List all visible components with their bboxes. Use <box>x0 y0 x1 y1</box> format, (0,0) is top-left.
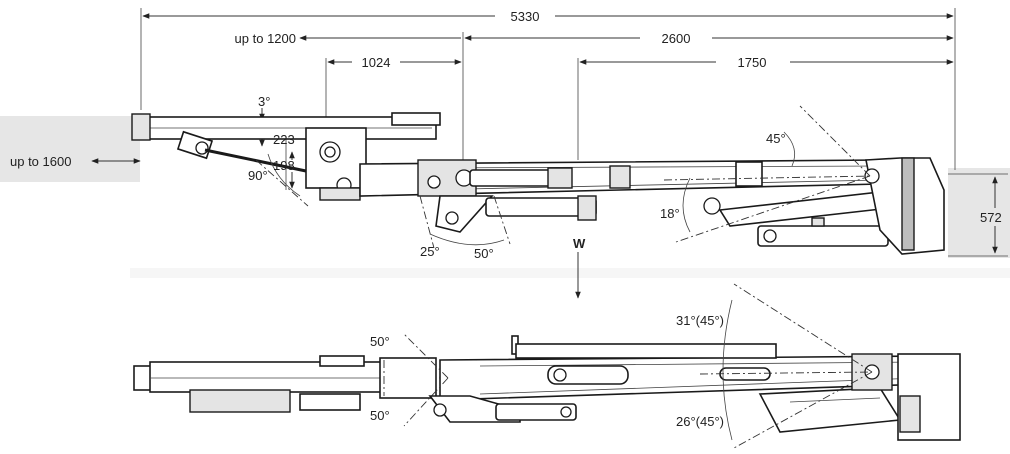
dim-reach-front: up to 1200 <box>235 31 296 46</box>
top-tilt-cylinder <box>758 387 902 433</box>
top-view <box>133 283 961 449</box>
angle-50-side: 50° <box>474 246 494 261</box>
load-label-w: W <box>573 236 586 251</box>
dim-223: 223 <box>273 132 295 147</box>
tilt-cylinder <box>757 225 889 247</box>
angle-50-top-upper: 50° <box>370 334 390 349</box>
label-backdrop <box>0 116 140 182</box>
angle-25: 25° <box>420 244 440 259</box>
head-plate <box>901 157 915 251</box>
top-slew-head <box>379 357 437 399</box>
lift-arm <box>435 195 494 233</box>
dim-overall-length: 5330 <box>511 9 540 24</box>
angle-26-45: 26°(45°) <box>676 414 724 429</box>
angle-90: 90° <box>248 168 268 183</box>
dim-1024: 1024 <box>362 55 391 70</box>
slew-base <box>319 187 361 201</box>
frame-end-cap <box>131 113 151 141</box>
side-view <box>131 105 945 255</box>
angle-31-45: 31°(45°) <box>676 313 724 328</box>
dim-reach-rear: 2600 <box>662 31 691 46</box>
dim-height-572: 572 <box>980 210 1002 225</box>
dim-1750: 1750 <box>738 55 767 70</box>
top-slot <box>547 365 629 385</box>
dim-198: 198 <box>273 158 295 173</box>
label-backdrop-right <box>948 168 1010 258</box>
angle-18: 18° <box>660 206 680 221</box>
angle-45-side: 45° <box>766 131 786 146</box>
angle-50-top-lower: 50° <box>370 408 390 423</box>
tilt-link <box>718 191 892 227</box>
pivot-block <box>735 161 763 187</box>
top-guide-rail <box>515 343 777 359</box>
dim-reach-down: up to 1600 <box>10 154 71 169</box>
angle-3: 3° <box>258 94 270 109</box>
dimension-labels: 5330 up to 1200 2600 1024 1750 up to 160… <box>10 9 1002 429</box>
dimension-lines <box>91 8 1008 299</box>
frame-top-bracket <box>391 112 441 126</box>
top-hydraulic-block <box>189 389 291 413</box>
band-backdrop <box>130 268 1010 278</box>
